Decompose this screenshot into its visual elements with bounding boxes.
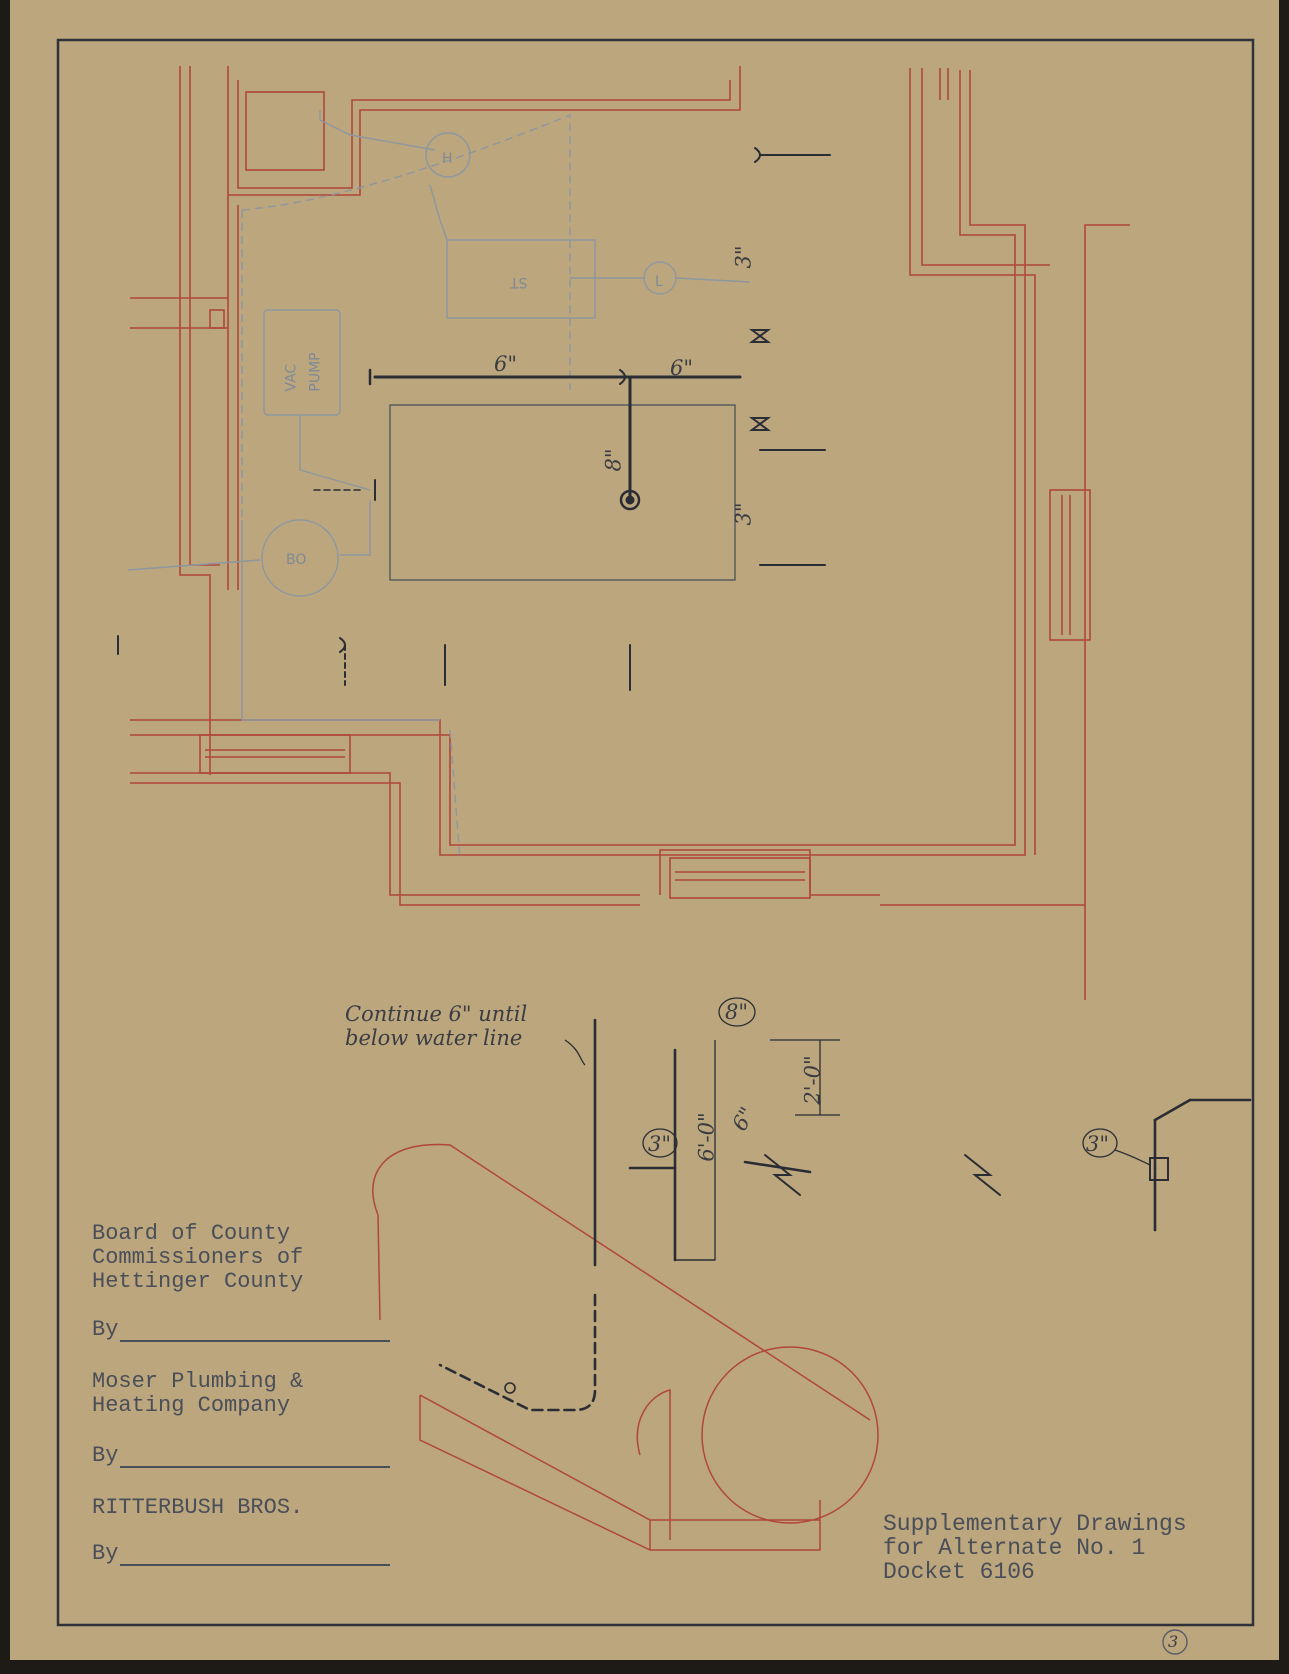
sheet-number-circle [1162, 1629, 1188, 1655]
signature-blank-3 [120, 1544, 391, 1566]
iso-piping [438, 1018, 1252, 1412]
drawing-canvas [56, 38, 1255, 1655]
sheet-number: 3 [1168, 1632, 1179, 1651]
party-moser-plumbing: Moser Plumbing & Heating Company [92, 1369, 304, 1418]
iso-size-3in-left: 3" [648, 1132, 672, 1156]
party-board-of-commissioners: Board of County Commissioners of Hetting… [92, 1221, 304, 1294]
label-6in-left: 6" [494, 352, 518, 376]
floor-plan-walls [130, 66, 1130, 1000]
storage-tank-outline [446, 239, 596, 319]
vac-pump-outline [263, 309, 341, 416]
signature-line-1: By [92, 1317, 391, 1342]
party-ritterbush-bros: RITTERBUSH BROS. [92, 1495, 304, 1520]
label-8in: 8" [601, 448, 626, 472]
signature-blank-2 [120, 1446, 391, 1468]
title-block: Supplementary Drawings for Alternate No.… [883, 1511, 1187, 1585]
signature-line-3: By [92, 1541, 391, 1566]
iso-dim-2-0: 2'-0" [800, 1055, 825, 1105]
iso-dim-6-0: 6'-0" [694, 1112, 719, 1162]
iso-note: Continue 6" until below water line [345, 1002, 528, 1050]
pencil-equipment [127, 110, 751, 861]
label-3in-lower: 3" [731, 502, 756, 526]
label-vac-pump: VAC PUMP [283, 352, 324, 392]
sheet-border [56, 38, 1255, 1627]
by-label: By [92, 1317, 119, 1342]
label-6in-right: 6" [670, 356, 694, 380]
label-h: H [442, 151, 453, 167]
h-outline [425, 132, 471, 178]
by-label: By [92, 1443, 119, 1468]
iso-dimensions [564, 997, 1151, 1260]
plan-piping [117, 147, 831, 691]
label-3in-upper: 3" [731, 245, 756, 269]
label-storage-tank: ST [510, 274, 528, 290]
label-l: L [655, 274, 663, 290]
drawing-sheet: 6" 6" 8" 3" 3" VAC PUMP ST BO H L Contin… [10, 0, 1279, 1660]
label-bo: BO [286, 552, 307, 568]
signature-blank-1 [120, 1320, 391, 1342]
iso-size-3in-right: 3" [1086, 1132, 1110, 1156]
iso-tank [372, 1143, 879, 1551]
by-label: By [92, 1541, 119, 1566]
signature-line-2: By [92, 1443, 391, 1468]
iso-size-8in: 8" [725, 1000, 749, 1024]
bo-outline [261, 519, 339, 597]
